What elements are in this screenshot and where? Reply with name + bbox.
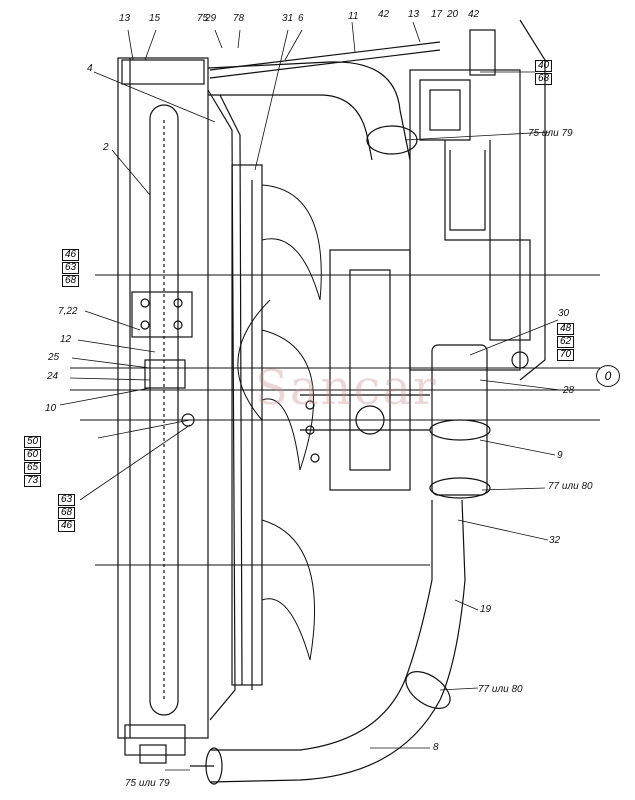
label-78: 78: [233, 13, 245, 24]
engine-block: [409, 19, 546, 381]
label-32: 32: [549, 535, 561, 546]
label-6: 6: [298, 13, 304, 24]
label-25: 25: [48, 352, 60, 363]
stack-48-62-70: 48 62 70: [557, 323, 575, 362]
frame-rails: [70, 274, 600, 566]
stack-item: 63: [62, 262, 80, 274]
stack-item: 62: [557, 336, 575, 348]
label-17: 17: [431, 9, 443, 20]
stack-item: 65: [24, 462, 42, 474]
label-77-or-80-low: 77 или 80: [478, 684, 523, 695]
label-2: 2: [103, 142, 109, 153]
radiator-core: [117, 57, 209, 764]
label-75: 75: [197, 13, 209, 24]
label-13: 13: [119, 13, 131, 24]
circle-reference-mark: 0: [596, 365, 620, 387]
stack-item: 63: [58, 494, 76, 506]
stack-item: 60: [24, 449, 42, 461]
label-28: 28: [563, 385, 575, 396]
label-13-right: 13: [408, 9, 420, 20]
leader-lines: [59, 21, 561, 771]
label-42: 42: [378, 9, 390, 20]
stack-item: 46: [58, 520, 76, 532]
watermark: Sancar: [255, 360, 438, 416]
label-42-right: 42: [468, 9, 480, 20]
label-4: 4: [87, 63, 93, 74]
label-10: 10: [45, 403, 57, 414]
label-8: 8: [433, 742, 439, 753]
radiator-bracket: [131, 291, 195, 427]
stack-63-68-46: 63 68 46: [58, 494, 76, 533]
label-77-or-80-mid: 77 или 80: [548, 481, 593, 492]
label-15: 15: [149, 13, 161, 24]
stack-item: 68: [535, 73, 553, 85]
stack-item: 70: [557, 349, 575, 361]
label-9: 9: [557, 450, 563, 461]
label-19: 19: [480, 604, 492, 615]
label-20: 20: [447, 9, 459, 20]
label-29: 29: [205, 13, 217, 24]
stack-item: 50: [24, 436, 42, 448]
fan-blades: [237, 184, 322, 661]
stack-item: 40: [535, 60, 553, 72]
label-12: 12: [60, 334, 72, 345]
upper-hose: [207, 41, 441, 161]
stack-item: 68: [58, 507, 76, 519]
stack-50-60-65-73: 50 60 65 73: [24, 436, 42, 488]
label-24: 24: [47, 371, 59, 382]
stack-item: 68: [62, 275, 80, 287]
water-pump: [300, 249, 430, 491]
label-75-or-79-bottom: 75 или 79: [125, 778, 170, 789]
label-7-22: 7,22: [58, 306, 78, 317]
stack-item: 48: [557, 323, 575, 335]
fan-shroud: [207, 89, 263, 721]
label-31: 31: [282, 13, 294, 24]
stack-item: 46: [62, 249, 80, 261]
stack-46-63-68: 46 63 68: [62, 249, 80, 288]
label-11: 11: [348, 11, 359, 22]
stack-item: 73: [24, 475, 42, 487]
stack-40-68: 40 68: [535, 60, 553, 86]
label-75-or-79-top: 75 или 79: [528, 128, 573, 139]
label-30: 30: [558, 308, 570, 319]
